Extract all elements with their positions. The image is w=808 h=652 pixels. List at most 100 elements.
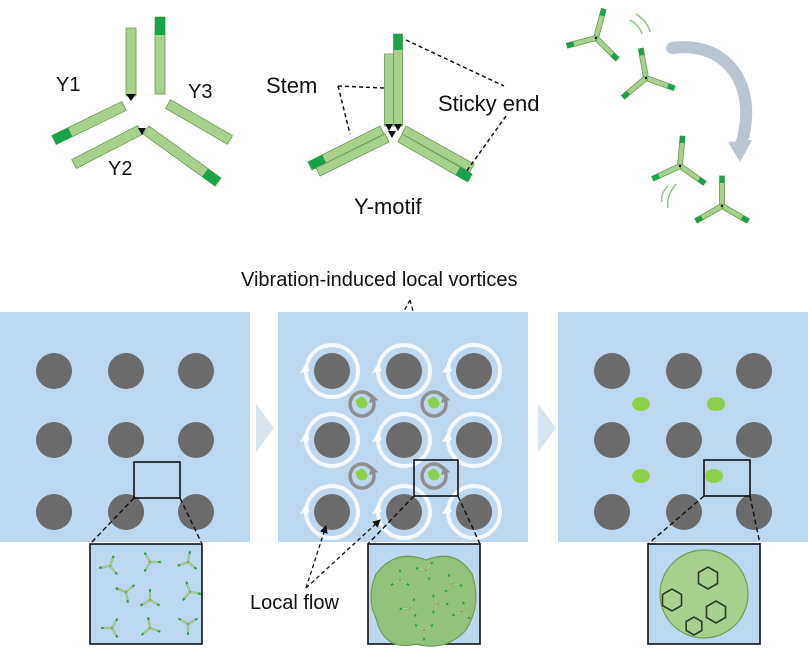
inset-aggregate-motif-0-arm-1-sticky-end — [406, 583, 410, 586]
motif-right-arm-inner-sticky-end — [455, 167, 473, 182]
inset-free-motif-2-arm-2-sticky-end — [177, 563, 181, 567]
inset-free-motif-1-arm-1-sticky-end — [158, 561, 161, 563]
pillar-1-2 — [178, 422, 214, 458]
pillar-2-1 — [108, 494, 144, 530]
aggregate-droplet-2 — [356, 469, 368, 481]
bound-motif-1-arm-2-sticky-end — [651, 173, 661, 181]
inset-aggregate-motif-0-arm-2 — [390, 579, 401, 587]
inset-aggregate-motif-3-arm-2-sticky-end — [399, 607, 403, 610]
motif-arrowhead-2 — [394, 124, 402, 131]
y2-arrowhead — [138, 128, 146, 135]
y2-right-arm-sticky-end — [202, 168, 221, 187]
inset-free-motif-0 — [99, 555, 118, 576]
inset-free-motif-3-arm-1-sticky-end — [126, 600, 129, 603]
bound-motif-1-arm-1-sticky-end — [697, 177, 707, 186]
aggregate-droplet-3 — [428, 469, 440, 481]
pillar-0-1 — [666, 353, 702, 389]
free-motif-2-arm-2-sticky-end — [621, 90, 630, 100]
free-motif-2-arm-0 — [637, 47, 649, 79]
free-motif-1-arm-1-sticky-end — [610, 52, 620, 62]
inset-aggregate-motif-4-arm-2-sticky-end — [432, 610, 435, 614]
free-motif-1-center — [594, 36, 598, 40]
inset-free-motif-4-arm-2-sticky-end — [140, 603, 144, 607]
panel-dispersed-zoom-line-right — [179, 497, 203, 545]
inset-free-motif-0-arm-0-sticky-end — [111, 555, 115, 559]
inset-free-motif-8-center — [187, 623, 189, 625]
pillar-0-2 — [736, 353, 772, 389]
lattice-hex-2 — [697, 566, 719, 590]
inset-aggregate-motif-3-arm-2 — [399, 607, 411, 610]
local-vortex-3 — [420, 462, 448, 490]
inset-free-motif-5-center — [189, 591, 191, 593]
inset-aggregate-motif-0 — [390, 569, 410, 587]
pillar-2-2 — [178, 494, 214, 530]
bound-motif-1-arm-0 — [677, 135, 686, 167]
local-vortex-0 — [348, 390, 376, 418]
inset-aggregate-motif-4 — [431, 594, 449, 614]
free-motif-1-arm-0-sticky-end — [599, 8, 607, 17]
pillar-1-1 — [666, 422, 702, 458]
free-motif-2-center — [644, 76, 648, 80]
inset-free-motif-8-arm-2-sticky-end — [178, 617, 182, 621]
inset-free-motif-6 — [101, 618, 119, 639]
bound-motif-1-center — [678, 164, 682, 168]
inset-free-motif-7-arm-1 — [149, 626, 161, 633]
inset-free-motif-8-arm-1 — [186, 623, 190, 635]
inset-aggregate-motif-0-arm-0-sticky-end — [399, 569, 401, 573]
free-motif-1-arm-2 — [565, 35, 598, 49]
local-vortex-arrow-2 — [369, 466, 378, 475]
local-flow-callouts — [305, 519, 381, 589]
vortex-ring-arrow-0-2 — [442, 363, 452, 373]
inset-aggregate-motif-6 — [414, 623, 434, 641]
binding-curved-arrow — [666, 41, 753, 154]
inset-aggregate-motif-2-center — [451, 583, 453, 585]
inset-free-motif-2 — [177, 551, 198, 570]
pillar-1-0 — [314, 422, 350, 458]
inset-aggregate-motif-2-arm-2-sticky-end — [444, 589, 448, 593]
inset-free-motif-8-arm-0-sticky-end — [194, 617, 198, 621]
panel-vortices-zoom-box — [413, 459, 459, 497]
inset-free-motif-4 — [139, 589, 161, 607]
y1-arm-strand-sticky-end — [51, 127, 73, 145]
inset-aggregate-motif-6-arm-2-sticky-end — [414, 624, 418, 627]
stem-callout-line — [337, 85, 385, 89]
y1-arrowhead — [126, 94, 136, 101]
label-sticky-end: Sticky end — [438, 91, 540, 116]
pillar-0-0 — [594, 353, 630, 389]
panels-row — [0, 312, 808, 647]
inset-free-motif-3-center — [125, 591, 127, 593]
pillar-2-0 — [36, 494, 72, 530]
assembled-droplet-3 — [705, 469, 723, 483]
motif-stem-left-body — [384, 53, 394, 127]
inset-free-motif-0-center — [109, 565, 111, 567]
motif-left-arm-outer-sticky-end — [307, 154, 327, 171]
inset-aggregate-motif-0-arm-1 — [399, 579, 410, 587]
free-motif-1-arm-1 — [593, 35, 620, 62]
inset-crystal-domain — [659, 549, 749, 639]
inset-free-motif-5-arm-1 — [189, 590, 201, 595]
panel-dispersed — [0, 312, 250, 645]
inset-free-motif-1-arm-1 — [149, 560, 161, 564]
inset-free-motif-5-arm-2-sticky-end — [182, 597, 186, 601]
inset-free-motif-8-arm-1-sticky-end — [187, 632, 189, 635]
sticky-end-callout-line-2 — [465, 115, 507, 173]
inset-aggregate-motif-1 — [415, 561, 434, 581]
inset-free-motif-4-arm-1-sticky-end — [156, 603, 160, 607]
y2-right-arm — [142, 125, 222, 187]
inset-aggregate-motif-2-arm-1-sticky-end — [459, 584, 463, 587]
bound-motif-2-arm-1-sticky-end — [740, 215, 750, 224]
inset-free-motif-5-arm-1-sticky-end — [198, 592, 201, 595]
bound-motif-1-arm-0-sticky-end — [679, 135, 686, 144]
bound-motif-1-arm-1 — [678, 163, 707, 186]
chevron-arrow-2 — [538, 404, 556, 452]
pillar-1-0 — [594, 422, 630, 458]
inset-free-motif-6-arm-2 — [101, 626, 113, 630]
panel-assembled — [558, 312, 808, 645]
chevron-arrow-1 — [256, 404, 274, 452]
label-vortices: Vibration-induced local vortices — [241, 269, 517, 291]
bound-motif-2-arm-2-sticky-end — [694, 215, 704, 224]
pillar-1-1 — [386, 422, 422, 458]
inset-free-motif-0-arm-1-sticky-end — [114, 571, 118, 575]
inset-free-motif-0-arm-2-sticky-end — [99, 566, 102, 569]
bound-motif-2-arm-0 — [719, 175, 725, 207]
